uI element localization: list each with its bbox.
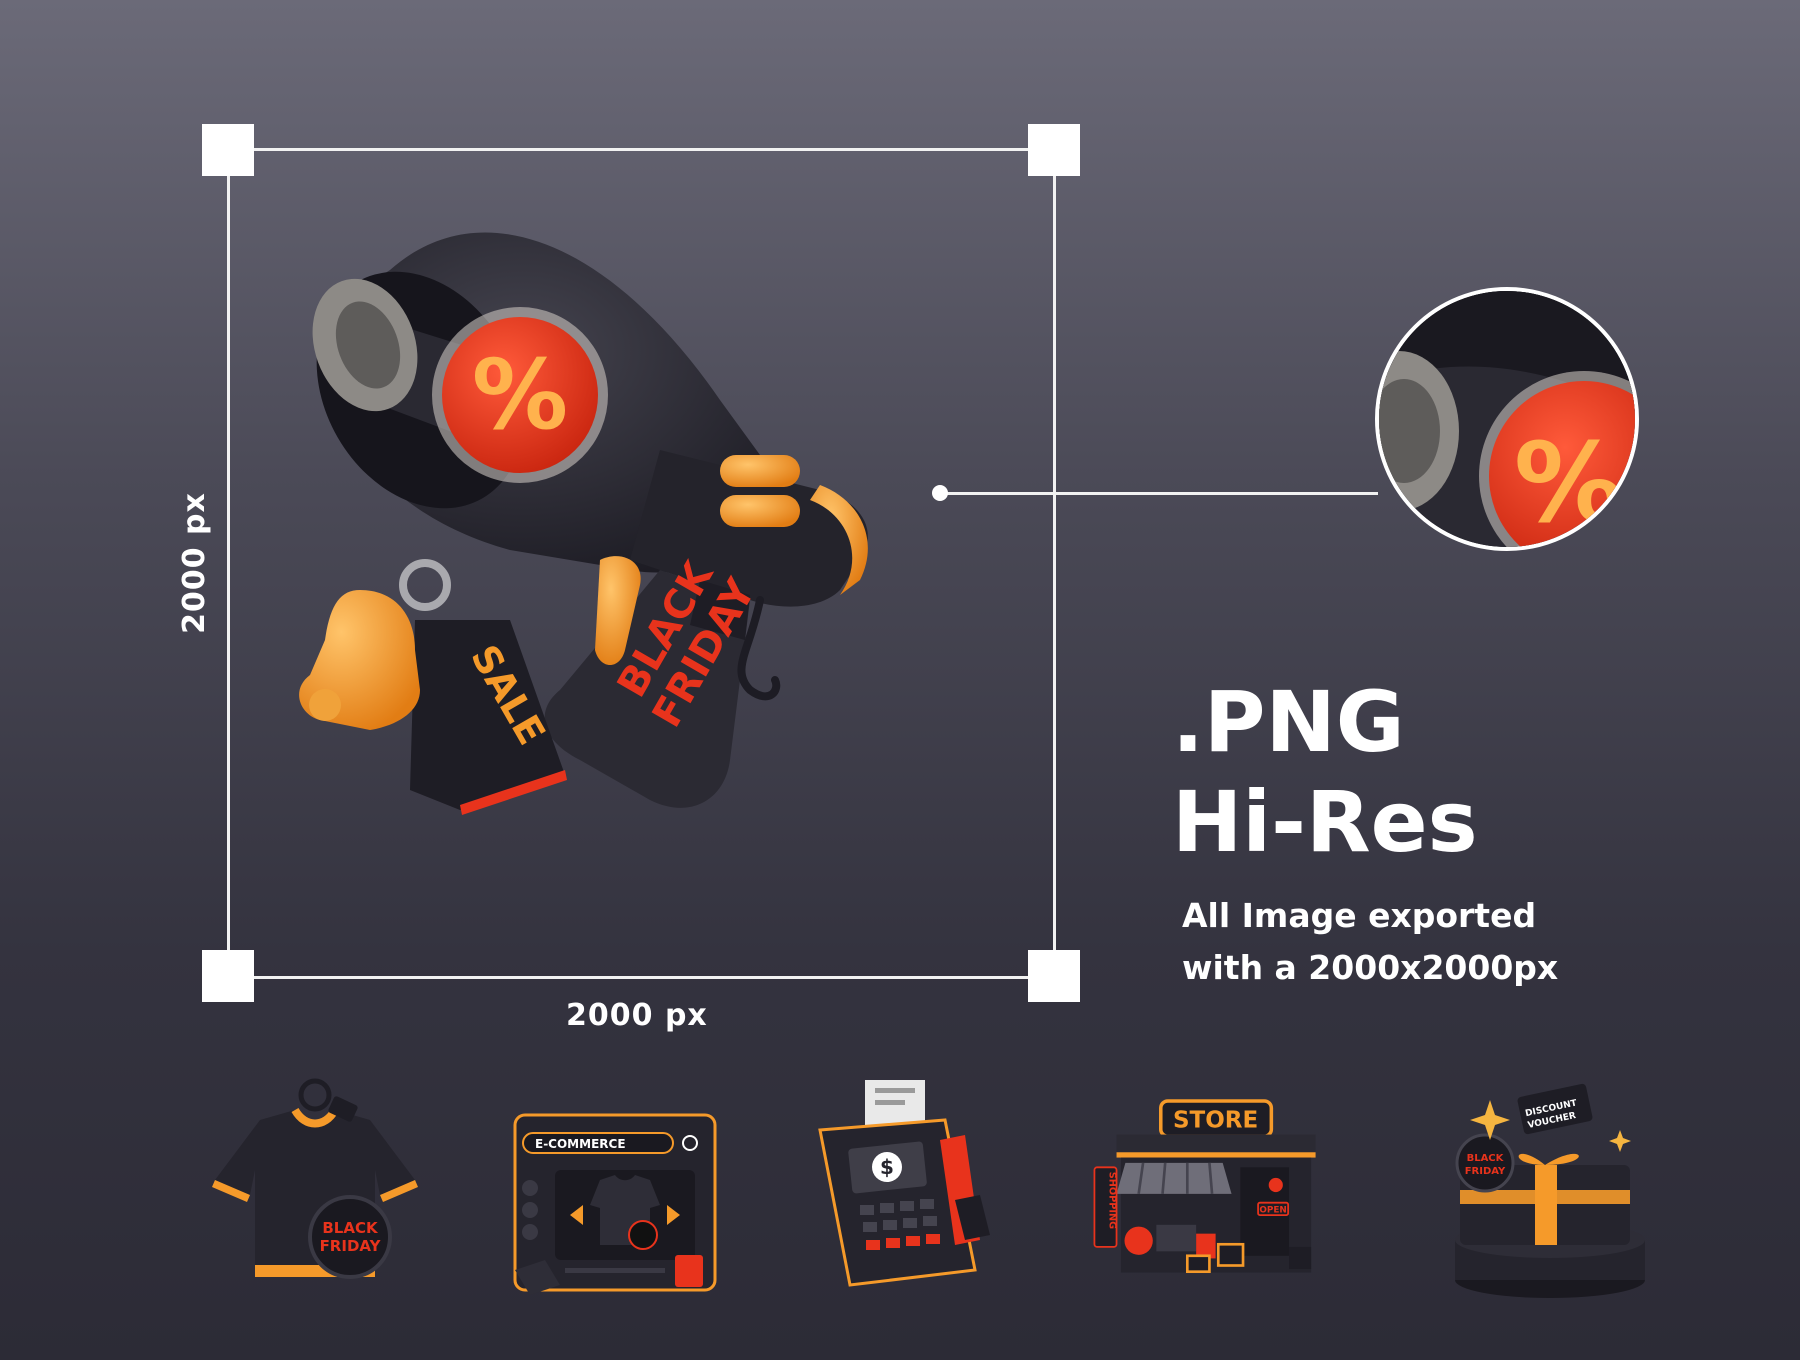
- megaphone-button-bottom: [720, 495, 800, 527]
- format-title: .PNG Hi-Res: [1172, 672, 1478, 872]
- frame-handle-bottom-left[interactable]: [202, 950, 254, 1002]
- frame-bottom-line: [228, 976, 1054, 979]
- format-resolution: Hi-Res: [1172, 773, 1478, 871]
- width-label: 2000 px: [566, 998, 708, 1033]
- sale-tag: [410, 620, 565, 810]
- gift-badge-black: BLACK: [1467, 1153, 1505, 1164]
- export-description: All Image exported with a 2000x2000px: [1182, 890, 1558, 994]
- format-extension: .PNG: [1172, 673, 1405, 771]
- zoom-anchor-dot: [932, 485, 948, 501]
- export-description-line1: All Image exported: [1182, 896, 1537, 935]
- store-sign-text: STORE: [1173, 1108, 1258, 1134]
- tshirt-icon[interactable]: BLACK FRIDAY: [200, 1070, 430, 1300]
- megaphone-button-top: [720, 455, 800, 487]
- zoom-detail-circle: %: [1375, 287, 1639, 551]
- frame-top-line: [228, 148, 1054, 151]
- ecommerce-window-icon[interactable]: E-COMMERCE: [505, 1070, 735, 1300]
- frame-right-line: [1053, 150, 1056, 978]
- megaphone-handle: [544, 570, 750, 808]
- frame-handle-top-left[interactable]: [202, 124, 254, 176]
- megaphone-illustration: BLACK FRIDAY % SALE: [299, 232, 868, 815]
- tshirt-text-friday: FRIDAY: [320, 1237, 382, 1255]
- store-open-sign: OPEN: [1259, 1205, 1286, 1215]
- frame-handle-bottom-right[interactable]: [1028, 950, 1080, 1002]
- zoom-connector-line: [940, 492, 1378, 495]
- megaphone-barrel: [630, 450, 868, 607]
- gift-box-icon[interactable]: BLACK FRIDAY DISCOUNT VOUCHER: [1435, 1070, 1665, 1300]
- store-icon[interactable]: STORE OPEN SHOPPING: [1090, 1070, 1320, 1300]
- zoom-detail-image: %: [1379, 291, 1635, 547]
- percent-badge-symbol: %: [472, 339, 568, 451]
- export-description-line2: with a 2000x2000px: [1182, 948, 1559, 987]
- height-label: 2000 px: [177, 492, 212, 634]
- ecommerce-label: E-COMMERCE: [535, 1137, 626, 1151]
- zoom-percent-symbol: %: [1514, 419, 1624, 547]
- store-shopping-banner: SHOPPING: [1106, 1172, 1117, 1229]
- frame-handle-top-right[interactable]: [1028, 124, 1080, 176]
- payment-terminal-icon[interactable]: $: [815, 1070, 1045, 1300]
- gift-badge-friday: FRIDAY: [1465, 1166, 1506, 1177]
- megaphone-trigger: [595, 556, 641, 665]
- frame-left-line: [227, 150, 230, 978]
- tshirt-text-black: BLACK: [322, 1219, 379, 1237]
- terminal-dollar-sign: $: [880, 1155, 894, 1179]
